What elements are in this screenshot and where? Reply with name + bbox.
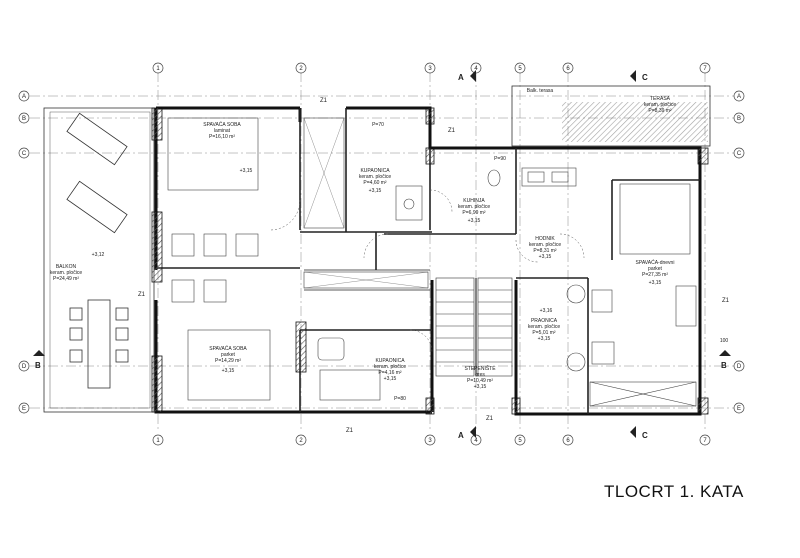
section-label-a: A (458, 431, 464, 440)
grid-bubbles (18, 62, 745, 446)
door-label: P=80 (394, 396, 406, 402)
grid-col-label: 3 (428, 66, 432, 72)
room-area: P=5,01 m² (532, 330, 556, 336)
grid-col-label: 1 (156, 438, 160, 444)
room-floor: laminat (214, 128, 231, 134)
room-area: P=4,16 m² (378, 370, 402, 376)
door-label: P=70 (372, 122, 384, 128)
furniture (167, 117, 697, 407)
grid-col-label: 6 (566, 66, 570, 72)
inner-walls (156, 108, 700, 414)
room-floor: keram. pločice (359, 174, 391, 180)
grid-row-label: A (737, 94, 741, 100)
door-label: P=90 (494, 156, 506, 162)
room-area: P=10,49 m² (467, 378, 493, 384)
room-level: +3,15 (468, 218, 481, 224)
room-name: STEPENIŠTE (464, 365, 496, 372)
section-label-b: B (35, 361, 41, 370)
room-area: P=16,10 m² (209, 134, 235, 140)
grid-col-label: 4 (474, 438, 478, 444)
level-label: +3,16 (540, 308, 553, 314)
door-swings (269, 189, 585, 353)
grid-row-label: E (737, 406, 741, 412)
wall-type-label: Z1 (320, 98, 328, 104)
room-name: KUPAONICA (375, 358, 405, 364)
grid-col-label: 7 (703, 66, 707, 72)
grid-row-label: C (22, 151, 27, 157)
grid-row-label: E (22, 406, 26, 412)
terrace (511, 85, 711, 147)
grid-row-label: D (737, 364, 742, 370)
room-floor: parket (221, 352, 236, 358)
grid-col-label: 1 (156, 66, 160, 72)
grid-row-label: B (22, 116, 26, 122)
room-floor: keram. pločice (374, 364, 406, 370)
wall-type-label: Z1 (448, 128, 456, 134)
room-name: PRAONICA (531, 318, 558, 324)
room-name: SPAVAĆA SOBA (209, 345, 247, 352)
grid-col-label: 7 (703, 438, 707, 444)
room-floor: parket (648, 266, 663, 272)
columns (151, 107, 709, 415)
room-area: P=8,31 m² (533, 248, 557, 254)
grid-col-label: 6 (566, 438, 570, 444)
drawing-title: TLOCRT 1. KATA (604, 482, 744, 501)
room-name: BALKON (56, 264, 77, 270)
room-name: KUHINJA (463, 198, 485, 204)
grid-col-label: 2 (299, 66, 303, 72)
grid-col-label: 5 (518, 66, 522, 72)
grid-row-label: A (22, 94, 26, 100)
wall-type-label: Z1 (346, 428, 354, 434)
room-floor: keram. pločice (50, 270, 82, 276)
room-area: P=6,99 m² (462, 210, 486, 216)
section-label-c: C (642, 73, 648, 82)
room-level: +3,15 (384, 376, 397, 382)
grid-col-label: 4 (474, 66, 478, 72)
grid-col-label: 3 (428, 438, 432, 444)
grid-row-label: D (22, 364, 27, 370)
grid-col-label: 5 (518, 438, 522, 444)
room-name: SPAVAĆA SOBA (203, 121, 241, 128)
balcony (43, 107, 155, 413)
room-name: SPAVAĆA-dnevni (636, 259, 675, 266)
grid-row-label: C (737, 151, 742, 157)
room-floor: keram. pločice (644, 102, 676, 108)
wall-type-label: Z1 (722, 298, 730, 304)
room-floor: keram. pločice (528, 324, 560, 330)
room-floor: keram. pločice (458, 204, 490, 210)
wall-type-label: Z1 (486, 416, 494, 422)
staircase (435, 277, 513, 377)
room-level: +3,15 (240, 168, 253, 174)
terrace-label: Balk. terasa (527, 88, 554, 94)
room-floor: keram. pločice (529, 242, 561, 248)
room-level: +3,15 (539, 254, 552, 260)
room-area: P=27,35 m² (642, 272, 668, 278)
room-level: +3,15 (538, 336, 551, 342)
room-floor: gres (475, 372, 485, 378)
dim-label: 100 (720, 338, 729, 344)
room-level: +3,15 (649, 280, 662, 286)
section-label-b: B (721, 361, 727, 370)
room-area: P=24,49 m² (53, 276, 79, 282)
section-label-c: C (642, 431, 648, 440)
room-level: +3,15 (474, 384, 487, 390)
grid-row-label: B (737, 116, 741, 122)
room-name: HODNIK (535, 236, 555, 242)
room-level: +3,12 (92, 252, 105, 258)
room-level: +3,15 (369, 188, 382, 194)
room-area: P=14,29 m² (215, 358, 241, 364)
wall-type-label: Z1 (138, 292, 146, 298)
room-name: KUPAONICA (360, 168, 390, 174)
section-label-a: A (458, 73, 464, 82)
room-level: +3,15 (222, 368, 235, 374)
room-name: TERASA (650, 96, 671, 102)
room-area: P=4,60 m² (363, 180, 387, 186)
grid-col-label: 2 (299, 438, 303, 444)
room-area: P=8,39 m² (648, 108, 672, 114)
section-markers (33, 70, 731, 438)
